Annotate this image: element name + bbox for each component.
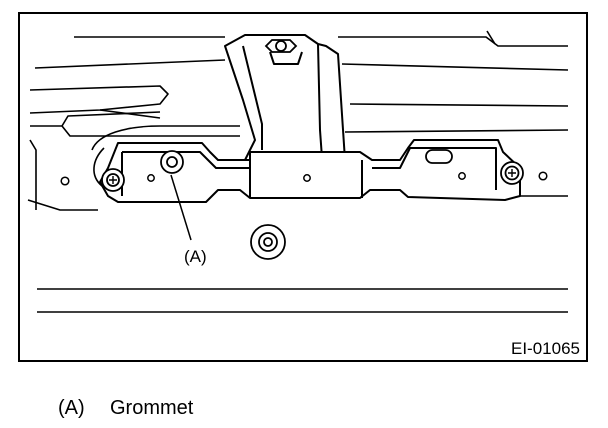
left-bolt (101, 168, 125, 192)
small-holes (60, 171, 548, 186)
callout-label-a: (A) (184, 247, 207, 266)
figure-frame (18, 12, 588, 362)
callout-leader-a (170, 174, 192, 241)
stay-bracket (224, 34, 346, 161)
body-grommet-hole (250, 224, 286, 260)
body-panel-lines (27, 30, 569, 211)
lower-panel-lines (37, 288, 568, 313)
legend-text: Grommet (110, 396, 194, 419)
figure-id: EI-01065 (511, 339, 580, 358)
legend-key: (A) (58, 396, 85, 419)
slot-hole (425, 149, 453, 164)
stay-bolt (264, 39, 298, 53)
grommet (160, 150, 184, 174)
right-bolt (500, 161, 524, 185)
legend-item: (A) Grommet (58, 395, 193, 421)
